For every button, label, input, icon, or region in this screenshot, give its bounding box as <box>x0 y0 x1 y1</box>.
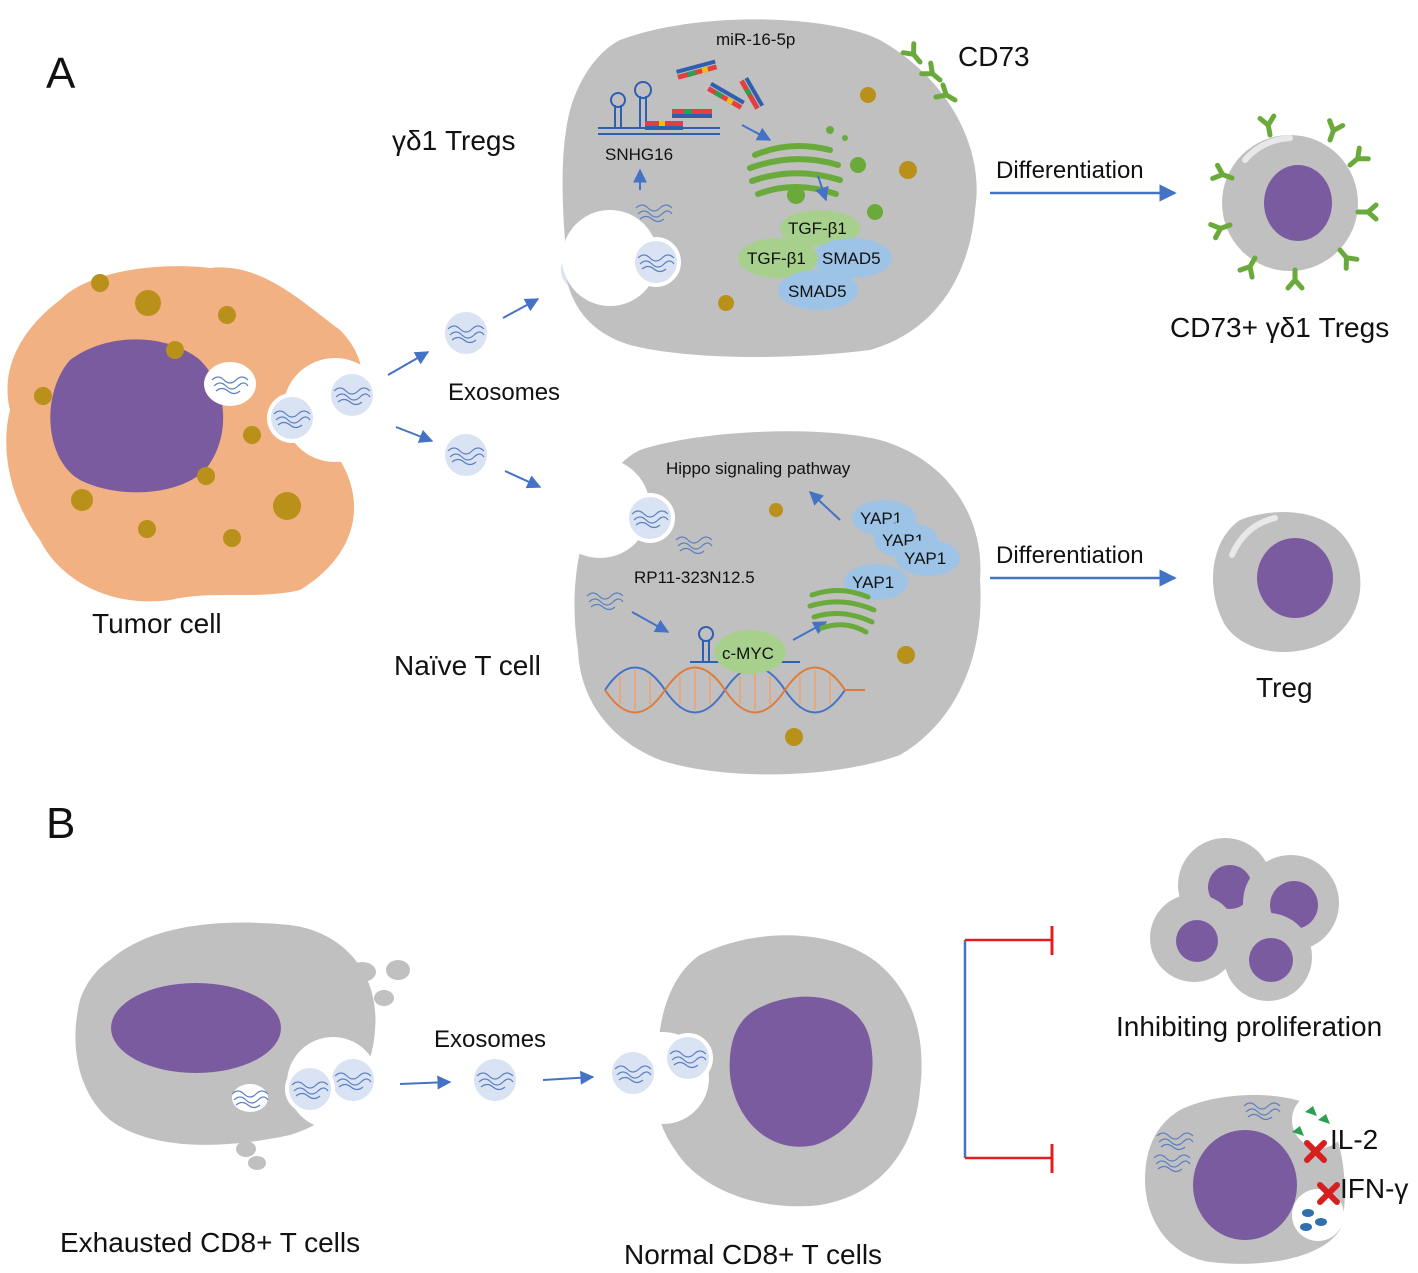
tumor-nucleus <box>50 339 224 493</box>
hippo-label: Hippo signaling pathway <box>666 459 851 478</box>
differentiation-label-upper: Differentiation <box>996 157 1144 184</box>
arrow-rp11-to-cmyc <box>631 611 670 633</box>
mirna-duplexes <box>645 59 764 130</box>
arrow-cmyc-to-golgi <box>792 621 828 641</box>
naive-t-granules <box>769 503 915 746</box>
arrow-exosome-b-1 <box>399 1075 452 1090</box>
il-2-label: IL-2 <box>1330 1124 1378 1155</box>
mirna-label: miR-16-5p <box>716 30 795 49</box>
exosome <box>472 1057 518 1103</box>
treg-nucleus <box>1257 538 1333 618</box>
naive-t-uptake-pocket <box>550 458 650 558</box>
yap1-label-1: YAP1 <box>860 509 902 528</box>
exosome <box>610 1050 656 1096</box>
panel-label-a: A <box>46 49 76 98</box>
gd1-treg-cell: SNHG16 miR-16-5p TGF-β1 <box>562 19 977 357</box>
treg-cell <box>1213 512 1361 652</box>
il-2-molecules <box>1292 1106 1330 1136</box>
cmyc-blob <box>714 630 786 674</box>
panel-label-b: B <box>46 799 75 848</box>
gd1-treg-uptake-pocket <box>562 210 658 306</box>
exhausted-nucleus <box>111 983 281 1073</box>
exosome <box>633 239 679 285</box>
inhibiting-proliferation-label: Inhibiting proliferation <box>1116 1011 1382 1042</box>
gd1-treg-granules <box>718 87 917 311</box>
yap1-blob <box>844 564 908 600</box>
exhausted-vesicle <box>232 1084 268 1112</box>
proliferating-cells-cluster <box>1150 838 1339 1001</box>
exosome <box>627 495 673 541</box>
exosome <box>330 1057 376 1103</box>
smad5-label-2: SMAD5 <box>788 282 847 301</box>
smad5-blob <box>778 270 858 310</box>
tumor-granules <box>34 274 301 547</box>
arrow-exosome-up-2 <box>502 298 540 319</box>
tgf-b1-label-2: TGF-β1 <box>747 249 806 268</box>
smad5-blob <box>812 238 892 278</box>
cd73-gd1-treg-cell <box>1211 116 1376 288</box>
ifn-gamma-molecules <box>1300 1209 1327 1231</box>
dna-helix <box>604 666 865 714</box>
arrow-exosome-down-2 <box>504 470 542 489</box>
cmyc-label: c-MYC <box>722 644 774 663</box>
yap1-label-3: YAP1 <box>904 549 946 568</box>
cd73-gd1-tregs-label: CD73+ γδ1 Tregs <box>1170 312 1389 343</box>
il-2-blocked-cross <box>1304 1140 1327 1163</box>
snhg16-label: SNHG16 <box>605 145 673 164</box>
exosome <box>443 432 489 478</box>
exhausted-cd8-cell <box>75 922 410 1170</box>
arrow-exosome-up-1 <box>387 351 430 376</box>
arrow-golgi-to-tgf <box>815 175 829 202</box>
tgf-b1-label-1: TGF-β1 <box>788 219 847 238</box>
arrow-yap1-to-hippo <box>808 491 841 521</box>
exosomes-label-a: Exosomes <box>448 379 560 406</box>
tumor-cell-label: Tumor cell <box>92 608 222 639</box>
golgi-apparatus <box>807 588 877 635</box>
smad5-label-1: SMAD5 <box>822 249 881 268</box>
naive-t-cell-label: Naïve T cell <box>394 650 541 681</box>
inhibition-bracket <box>963 926 1054 1173</box>
cytokine-cell-nucleus <box>1193 1130 1297 1240</box>
exhausted-cd8-label: Exhausted CD8+ T cells <box>60 1227 360 1258</box>
arrow-exosome-down-1 <box>395 426 434 443</box>
normal-cd8-nucleus <box>729 996 873 1147</box>
exosome <box>443 310 489 356</box>
rp11-label: RP11-323N12.5 <box>634 568 755 587</box>
differentiation-label-lower: Differentiation <box>996 542 1144 569</box>
arrow-mirna-to-golgi <box>741 124 772 141</box>
tumor-cell <box>6 266 387 602</box>
yap1-label-4: YAP1 <box>852 573 894 592</box>
exosomes-label-b: Exosomes <box>434 1026 546 1053</box>
exosome <box>287 1066 333 1112</box>
cd73-treg-nucleus <box>1264 165 1332 241</box>
ifn-gamma-blocked-cross <box>1317 1182 1340 1205</box>
exosome <box>329 372 375 418</box>
gd1-tregs-label: γδ1 Tregs <box>392 125 515 156</box>
treg-label: Treg <box>1256 672 1313 703</box>
tgf-b1-blob <box>738 238 818 278</box>
exosome <box>665 1035 711 1081</box>
golgi-vesicles <box>787 126 883 220</box>
ifn-gamma-label: IFN-γ <box>1340 1173 1408 1204</box>
cytokine-suppressed-cell <box>1145 1092 1348 1264</box>
tgf-b1-blob <box>780 210 860 246</box>
exhausted-blebs <box>84 960 410 1170</box>
normal-cd8-cell <box>610 935 922 1207</box>
yap1-blob <box>896 540 960 576</box>
exosome <box>269 395 315 441</box>
normal-cd8-label: Normal CD8+ T cells <box>624 1239 882 1270</box>
naive-t-cell: Hippo signaling pathway YAP1 YAP1 YAP1 Y… <box>550 431 981 775</box>
tumor-vesicle <box>204 362 256 406</box>
arrow-exosome-b-2 <box>542 1070 595 1085</box>
cd73-label: CD73 <box>958 41 1030 72</box>
